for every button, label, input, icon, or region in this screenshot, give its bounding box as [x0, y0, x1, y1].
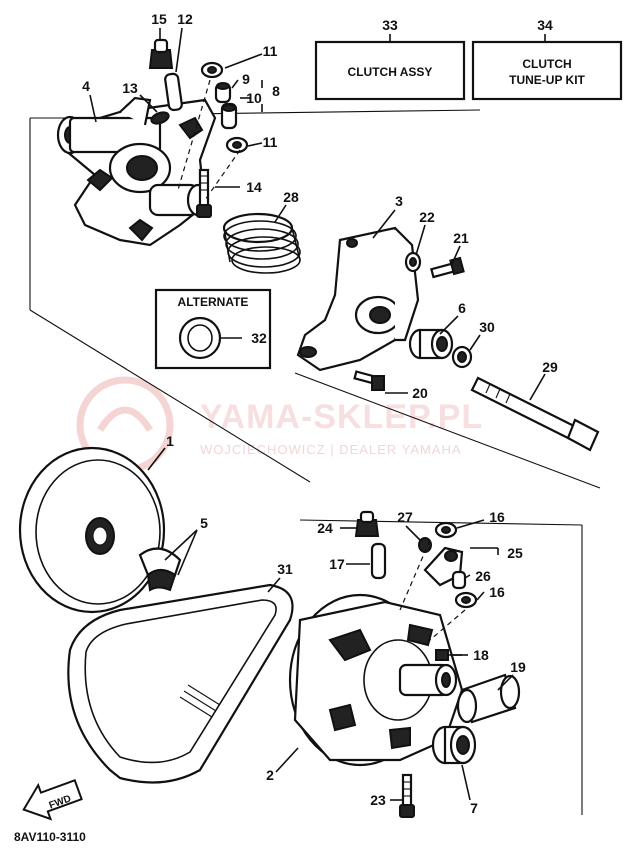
- diagram-code: 8AV110-3110: [14, 830, 86, 844]
- part-15-cap: [148, 38, 174, 69]
- callout-12: 12: [177, 11, 193, 27]
- watermark-brand: YAMA-SKLEP.PL: [200, 398, 483, 436]
- part-4-spider-hub: [56, 96, 217, 247]
- watermark: YAMA-SKLEP.PL WOJCIECHOWICZ | DEALER YAM…: [76, 376, 483, 474]
- callout-10: 10: [246, 90, 262, 106]
- part-1-fixed-sheave: [18, 446, 166, 614]
- part-21-bolt: [430, 256, 465, 279]
- callout-14: 14: [246, 179, 262, 195]
- callout-13: 13: [122, 80, 138, 96]
- callout-29: 29: [542, 359, 558, 375]
- part-23-bolt: [399, 773, 415, 818]
- part-31-belt: [67, 583, 294, 784]
- callout-24: 24: [317, 520, 333, 536]
- part-14-bolt: [196, 168, 212, 218]
- callout-15: 15: [151, 11, 167, 27]
- alternate-box: ALTERNATE 32: [154, 288, 272, 370]
- box-number-34: 34: [537, 17, 553, 33]
- callout-18: 18: [473, 647, 489, 663]
- callout-16-bottom: 16: [489, 584, 505, 600]
- watermark-tagline: WOJCIECHOWICZ | DEALER YAMAHA: [200, 442, 462, 457]
- callout-2: 2: [266, 767, 274, 783]
- tuneup-label-line2: TUNE-UP KIT: [509, 73, 585, 87]
- part-16-washer-bottom: [454, 591, 478, 609]
- part-20-bolt: [353, 370, 385, 391]
- part-11-washer-top: [200, 61, 224, 79]
- tuneup-label-line1: CLUTCH: [522, 57, 571, 71]
- part-24-cap: [354, 510, 380, 537]
- callout-6: 6: [458, 300, 466, 316]
- callout-11-top: 11: [263, 43, 278, 59]
- callout-9: 9: [242, 71, 250, 87]
- callout-17: 17: [329, 556, 345, 572]
- callout-labels: 15 12 11 9 8 10 11 13 4 14 28 3 22 21 6 …: [82, 11, 558, 816]
- callout-3: 3: [395, 193, 403, 209]
- callout-1: 1: [166, 433, 174, 449]
- part-9-roller: [214, 82, 232, 104]
- leader-lines: [89, 27, 546, 801]
- callout-23: 23: [370, 792, 386, 808]
- part-28-spring: [222, 212, 301, 274]
- part-6-bushing: [408, 328, 454, 360]
- callout-31: 31: [277, 561, 293, 577]
- part-7-bushing: [431, 725, 477, 765]
- part-17-pin: [370, 542, 387, 580]
- clutch-assy-box: 33 CLUTCH ASSY: [314, 17, 466, 101]
- part-10-bushing: [220, 102, 238, 130]
- part-27-washer: [418, 537, 432, 553]
- part-11-washer-bottom: [225, 136, 249, 154]
- alternate-title: ALTERNATE: [178, 295, 249, 309]
- clutch-assy-label: CLUTCH ASSY: [348, 65, 433, 79]
- callout-26: 26: [475, 568, 491, 584]
- callout-7: 7: [470, 800, 478, 816]
- callout-27: 27: [397, 509, 413, 525]
- callout-25: 25: [507, 545, 523, 561]
- part-12-pin: [164, 72, 183, 112]
- part-32-ring: [178, 316, 222, 360]
- box-number-33: 33: [382, 17, 398, 33]
- part-16-washer-top: [434, 521, 458, 539]
- callout-4: 4: [82, 78, 90, 94]
- callout-22: 22: [419, 209, 435, 225]
- callout-30: 30: [479, 319, 495, 335]
- callout-11-bottom: 11: [263, 134, 278, 150]
- callout-19: 19: [510, 659, 526, 675]
- part-13-washer: [150, 111, 170, 125]
- callout-21: 21: [453, 230, 469, 246]
- fwd-arrow-icon: FWD: [22, 779, 83, 821]
- tuneup-kit-box: 34 CLUTCH TUNE-UP KIT: [471, 17, 623, 101]
- callout-8: 8: [272, 83, 280, 99]
- callout-5: 5: [200, 515, 208, 531]
- part-22-nut: [404, 251, 422, 273]
- callout-32: 32: [251, 330, 267, 346]
- part-30-ring: [451, 345, 473, 369]
- part-29-long-bolt: [470, 376, 600, 452]
- part-2-movable-sheave: [288, 593, 464, 767]
- callout-28: 28: [283, 189, 299, 205]
- assembly-dash-lines: [177, 79, 466, 641]
- part-19-sleeve: [456, 673, 521, 724]
- callout-20: 20: [412, 385, 428, 401]
- callout-16-top: 16: [489, 509, 505, 525]
- part-26-bushing: [451, 570, 467, 590]
- part-3-cover: [296, 226, 420, 372]
